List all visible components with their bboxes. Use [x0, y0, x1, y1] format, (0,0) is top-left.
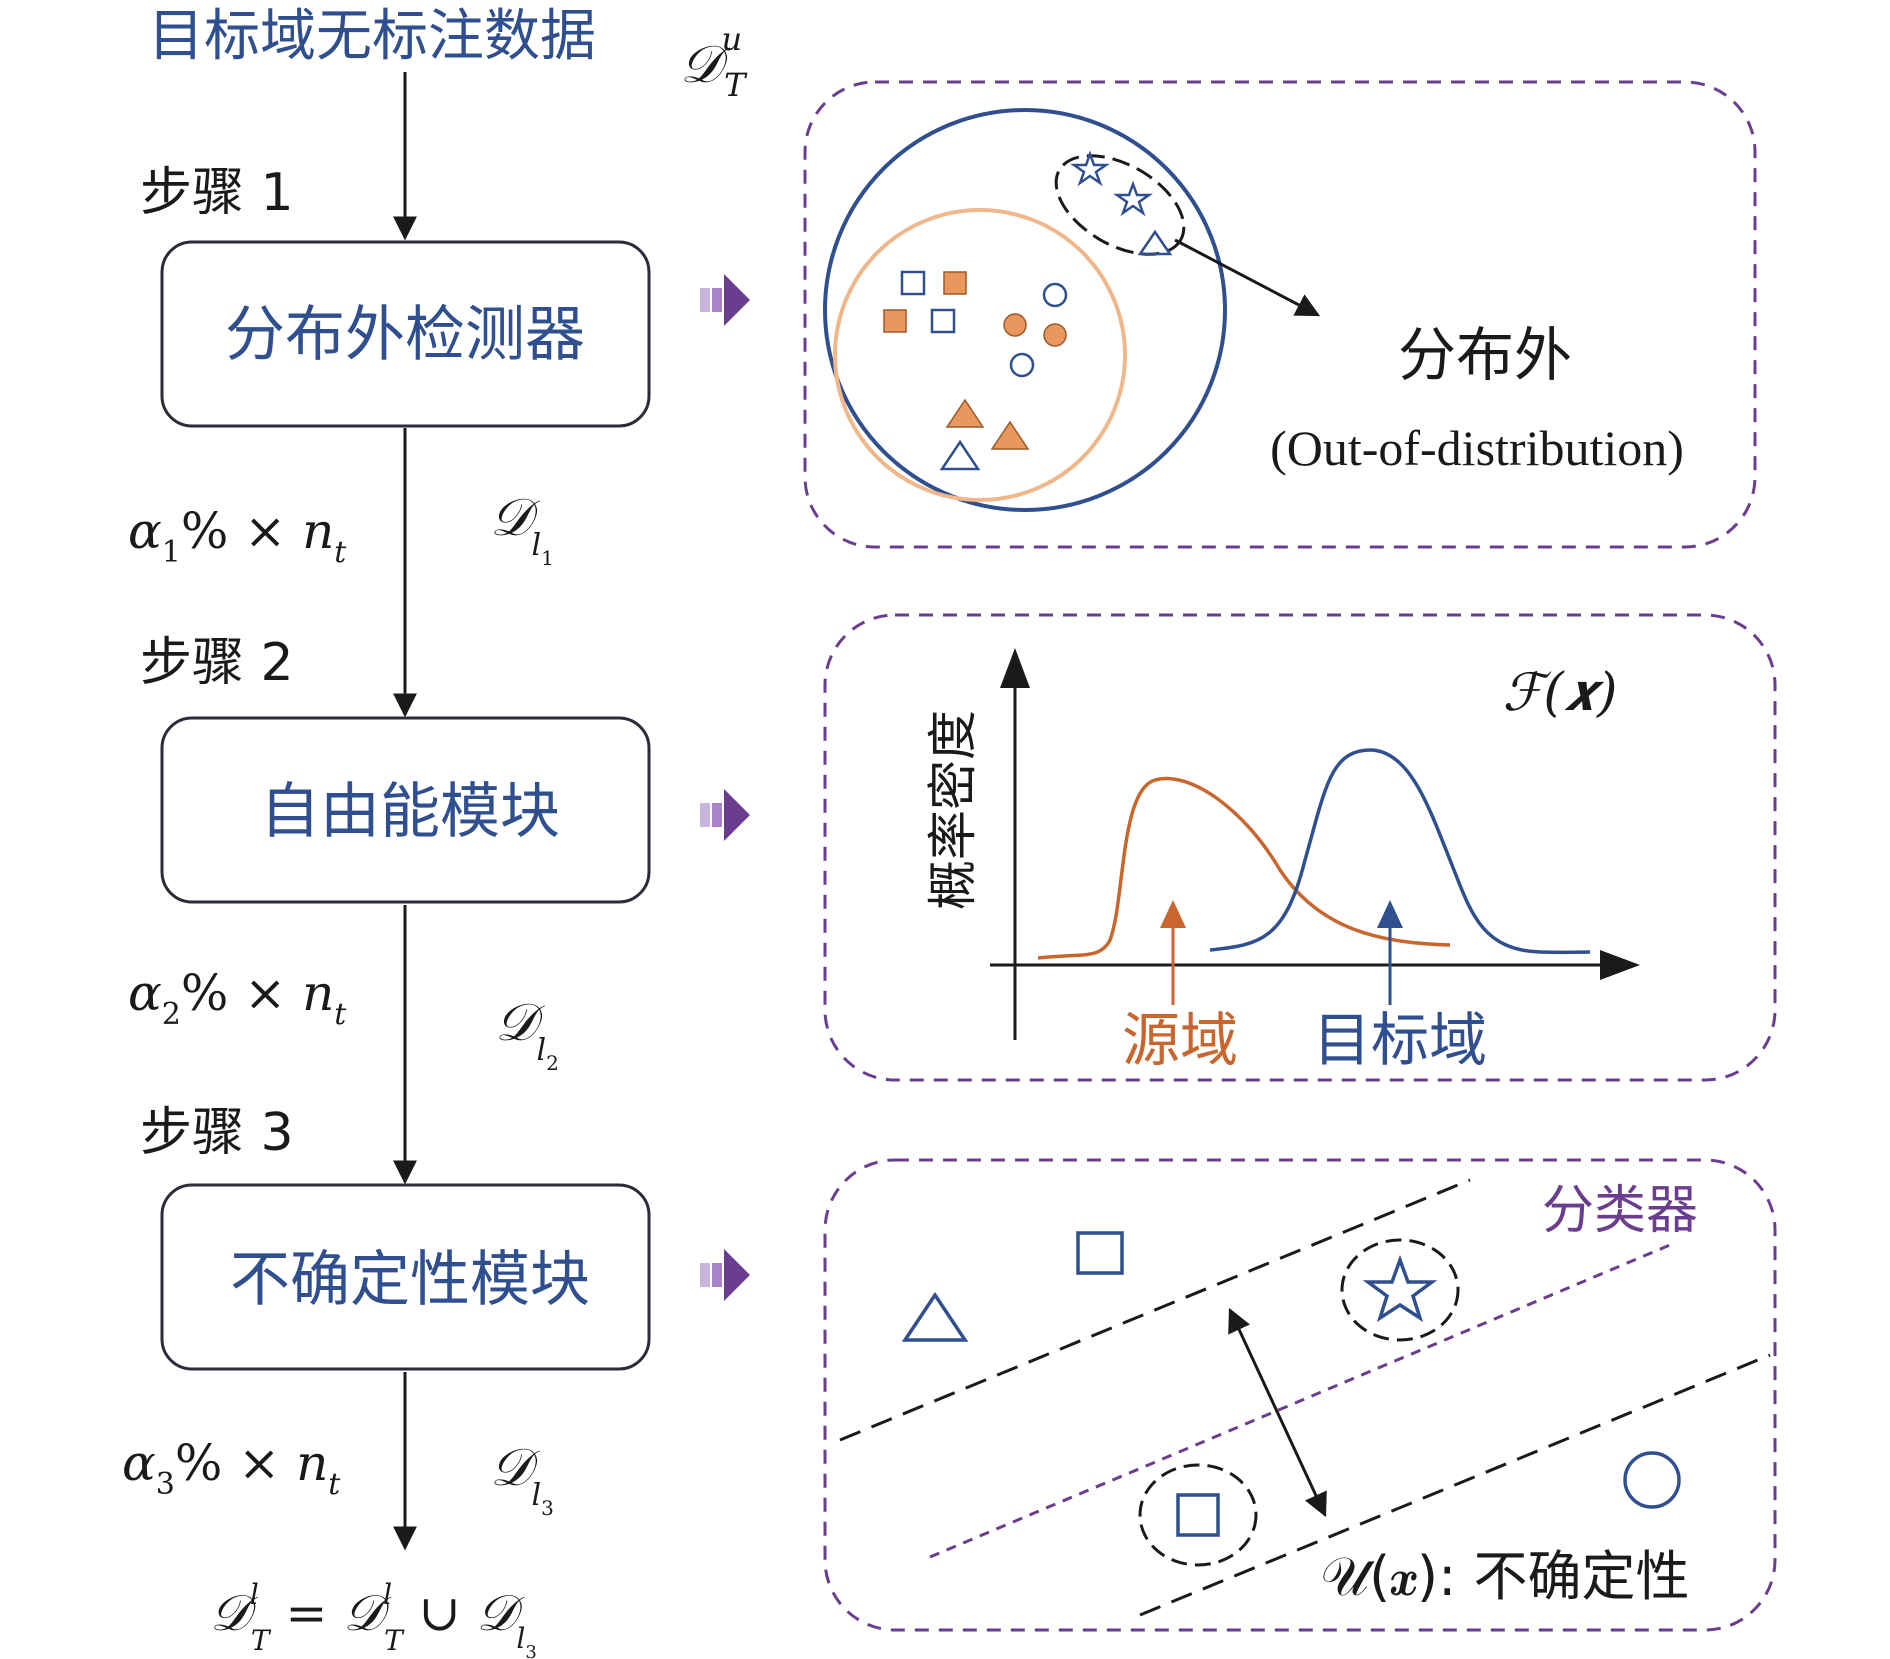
pointer-arrow-1	[700, 274, 750, 326]
circle-marker	[1003, 313, 1027, 337]
triangle-marker	[901, 1291, 969, 1342]
set-1: 𝒟l1	[490, 488, 554, 570]
uncertainty-label: 𝒰(𝒙): 不确定性	[1321, 1545, 1690, 1608]
square-marker	[943, 271, 967, 295]
ood-label-cn: 分布外	[1398, 321, 1572, 389]
step-2-label: 步骤 2	[140, 633, 294, 693]
triangle-marker	[939, 439, 981, 471]
square-marker	[883, 309, 907, 333]
target-density-curve	[1209, 748, 1591, 955]
panel-uncertainty: 分类器 𝒰(𝒙): 不确定性	[823, 1158, 1777, 1632]
ratio-1: α1% × nt	[128, 502, 347, 570]
ood-cluster-ellipse	[1054, 154, 1186, 256]
step-1-label: 步骤 1	[140, 163, 294, 223]
pointer-arrow-3	[700, 1249, 750, 1301]
uncertain-star-ellipse	[1340, 1238, 1460, 1342]
step-1: 步骤 1 分布外检测器 α1% × nt 𝒟l1	[128, 163, 651, 570]
square-marker	[1076, 1231, 1124, 1275]
circle-marker	[1043, 323, 1067, 347]
source-domain-circle	[833, 208, 1127, 502]
source-density-curve	[1037, 776, 1451, 960]
margin-width-arrow	[1228, 1307, 1327, 1518]
module-label-1: 分布外检测器	[225, 300, 585, 370]
ood-label-en: (Out-of-distribution)	[1270, 420, 1684, 476]
step-3-label: 步骤 3	[140, 1103, 294, 1163]
margin-line-upper	[839, 1178, 1471, 1442]
y-axis-arrowhead	[1000, 648, 1030, 688]
classifier-label: 分类器	[1542, 1181, 1698, 1241]
module-box-2	[160, 716, 651, 904]
step-3: 步骤 3 不确定性模块 α3% × nt 𝒟l3	[122, 1103, 651, 1520]
panel-energy: 概率密度 ℱ(𝒙) 源域 目标域	[823, 613, 1777, 1082]
panel-uncertainty-frame	[823, 1158, 1777, 1632]
target-domain-label: 目标域	[1313, 1006, 1487, 1074]
module-box-3	[160, 1183, 651, 1371]
step-2: 步骤 2 自由能模块 α2% × nt 𝒟l2	[128, 633, 651, 1075]
star-marker	[1070, 150, 1110, 187]
set-2: 𝒟l2	[495, 993, 559, 1075]
target-domain-circle	[823, 108, 1227, 512]
set-3: 𝒟l3	[490, 1438, 554, 1520]
uncertain-square-ellipse	[1138, 1463, 1258, 1567]
y-axis-label: 概率密度	[924, 710, 982, 910]
panel-ood-frame	[803, 80, 1757, 549]
circle-marker	[1042, 282, 1068, 308]
ratio-3: α3% × nt	[122, 1434, 341, 1502]
triangle-marker	[945, 398, 985, 428]
triangle-marker	[990, 420, 1030, 450]
margin-line-lower	[1139, 1353, 1771, 1617]
module-box-1	[160, 240, 651, 428]
circle-marker	[1623, 1451, 1681, 1509]
target-arrowhead	[1377, 900, 1403, 928]
panel-energy-frame	[823, 613, 1777, 1082]
function-label: ℱ(𝒙)	[1503, 663, 1618, 723]
square-marker	[900, 270, 926, 296]
input-label: 目标域无标注数据	[148, 4, 596, 69]
star-marker	[1113, 180, 1153, 217]
ratio-2: α2% × nt	[128, 964, 347, 1032]
x-axis-arrowhead	[1600, 950, 1640, 980]
module-label-2: 自由能模块	[260, 777, 560, 847]
ood-pointer-line	[1174, 238, 1321, 317]
square-marker	[930, 308, 956, 334]
source-arrowhead	[1160, 900, 1186, 928]
source-domain-label: 源域	[1122, 1006, 1238, 1074]
square-marker	[1176, 1493, 1220, 1537]
circle-marker	[1009, 352, 1035, 378]
star-marker	[1362, 1254, 1438, 1323]
panel-ood: 分布外 (Out-of-distribution)	[803, 80, 1757, 549]
pointer-arrow-2	[700, 789, 750, 841]
module-label-3: 不确定性模块	[230, 1245, 590, 1315]
triangle-marker	[1137, 229, 1173, 256]
classifier-boundary	[929, 1243, 1671, 1559]
